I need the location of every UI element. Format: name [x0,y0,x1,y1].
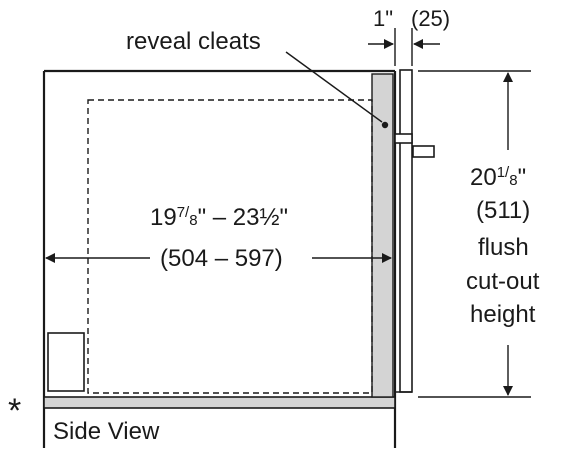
height-caption-line1: flush [478,234,529,261]
reveal-cleats-label: reveal cleats [126,28,261,55]
oven-body-outline [87,99,373,394]
gap-inches-label: 1" [373,6,393,31]
junction-box [47,332,85,392]
height-caption-line3: height [470,301,536,328]
reveal-cleat-panel [371,73,394,398]
oven-door [394,69,413,393]
height-inches-label: 201/8" [470,164,526,191]
gap-mm-label: (25) [411,6,450,31]
gap-dimension-lines [368,28,440,66]
side-view-caption: Side View [53,418,160,445]
fraction-slash: / [185,204,190,221]
depth-inches-label: 197/8" – 23½" [150,204,288,231]
height-dimension-lines [418,70,531,398]
footnote-asterisk: * [8,392,21,430]
height-mm-label: (511) [476,197,530,224]
reveal-cleats-leader [285,51,389,129]
height-caption-line2: cut-out [466,268,540,295]
door-handle [412,145,435,158]
cabinet-floor [43,396,396,409]
depth-mm-label: (504 – 597) [160,245,283,272]
